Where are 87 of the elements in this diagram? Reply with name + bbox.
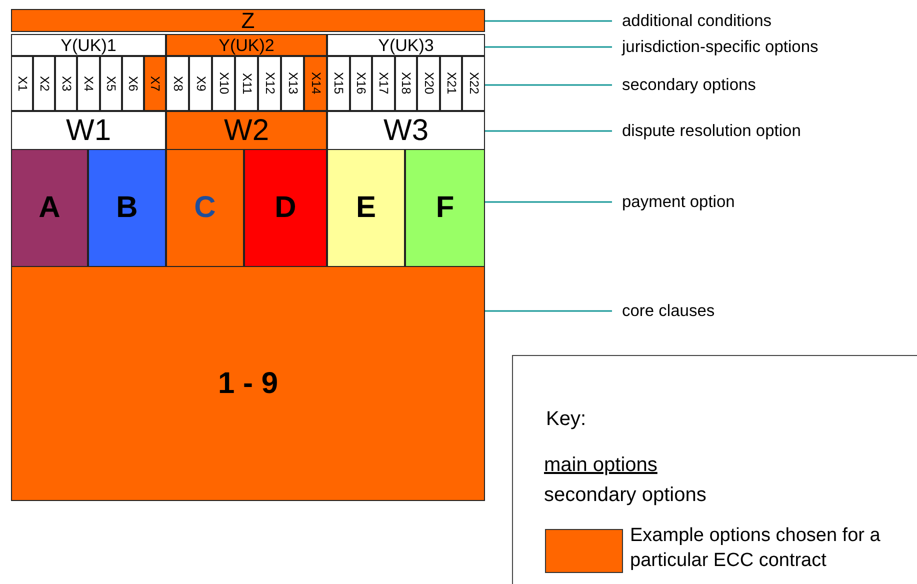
secondary-option-cell — [189, 56, 212, 111]
option-label: W3 — [384, 116, 428, 146]
option-label: X15 — [332, 72, 345, 95]
leader-line — [485, 201, 612, 203]
secondary-option-cell — [122, 56, 144, 111]
option-label: Y(UK)3 — [378, 36, 434, 54]
secondary-option-cell — [417, 56, 440, 111]
option-label: X17 — [377, 72, 390, 95]
secondary-option-cell — [462, 56, 485, 111]
payment-option-cell — [11, 149, 88, 267]
leader-line — [485, 20, 612, 22]
callout-label: payment option — [612, 190, 912, 214]
option-label: A — [38, 193, 60, 223]
secondary-option-cell — [304, 56, 327, 111]
secondary-option-cell — [144, 56, 166, 111]
callout-label: additional conditions — [612, 9, 912, 33]
option-label: 1 - 9 — [218, 368, 278, 398]
secondary-option-cell — [281, 56, 304, 111]
callout-label: dispute resolution option — [612, 119, 912, 143]
secondary-option-cell — [212, 56, 235, 111]
payment-option-cell — [405, 149, 485, 267]
dispute-option-cell — [166, 111, 327, 150]
callout-label: secondary options — [612, 73, 912, 97]
secondary-option-cell — [350, 56, 372, 111]
secondary-option-cell — [235, 56, 258, 111]
secondary-option-cell — [327, 56, 350, 111]
option-label: W2 — [224, 116, 269, 146]
callout-label: jurisdiction-specific options — [612, 35, 912, 59]
option-label: X9 — [194, 76, 207, 92]
option-label: X16 — [354, 72, 368, 95]
dispute-option-cell — [327, 111, 485, 150]
secondary-option-cell — [166, 56, 189, 111]
option-label: Y(UK)1 — [60, 36, 116, 54]
option-label: X12 — [263, 72, 276, 95]
option-label: X5 — [104, 76, 117, 92]
option-label: X21 — [444, 72, 458, 95]
option-label: X22 — [467, 72, 480, 95]
payment-option-cell — [88, 149, 166, 267]
secondary-option-cell — [258, 56, 281, 111]
secondary-option-cell — [394, 56, 418, 111]
secondary-option-cell — [55, 56, 78, 111]
option-label: W1 — [66, 116, 111, 146]
secondary-option-cell — [11, 56, 34, 111]
option-label: X2 — [38, 76, 50, 92]
key-heading: Key: — [546, 408, 586, 431]
option-label: X11 — [240, 72, 253, 94]
option-label: D — [274, 193, 296, 223]
leader-line — [485, 46, 612, 48]
payment-option-cell — [244, 149, 327, 267]
option-label: X18 — [400, 72, 412, 95]
secondary-option-cell — [440, 56, 462, 111]
legend-label: Example options chosen for a particular ECC contract — [630, 524, 882, 573]
option-label: B — [116, 193, 138, 223]
option-label: X8 — [171, 76, 184, 92]
dispute-option-cell — [11, 111, 166, 150]
key-panel — [512, 355, 917, 584]
leader-line — [485, 310, 612, 312]
option-label: E — [356, 193, 376, 223]
key-entry: secondary options — [544, 484, 706, 507]
secondary-option-cell — [100, 56, 122, 111]
secondary-option-cell — [77, 56, 100, 111]
option-label: X20 — [422, 72, 435, 95]
key-entry: main options — [544, 454, 658, 477]
jurisdiction-option-cell — [11, 34, 166, 56]
option-label: Y(UK)2 — [218, 36, 274, 54]
condition-bar — [11, 9, 485, 32]
option-label: X7 — [148, 76, 162, 92]
option-label: X4 — [82, 76, 95, 92]
option-label: X6 — [126, 76, 140, 92]
payment-option-cell — [166, 149, 244, 267]
option-label: X3 — [60, 76, 73, 92]
jurisdiction-option-cell — [166, 34, 327, 56]
option-label: C — [194, 193, 216, 223]
payment-option-cell — [327, 149, 405, 267]
option-label: F — [436, 193, 454, 223]
secondary-option-cell — [372, 56, 395, 111]
leader-line — [485, 84, 612, 86]
option-label: X13 — [286, 72, 299, 95]
leader-line — [485, 130, 612, 132]
callout-label: core clauses — [612, 299, 912, 323]
secondary-option-cell — [33, 56, 56, 111]
jurisdiction-option-cell — [327, 34, 485, 56]
core-clauses-block — [11, 266, 485, 501]
option-label: X1 — [16, 76, 28, 92]
option-label: X10 — [217, 72, 230, 95]
option-label: Z — [241, 10, 255, 32]
option-label: X14 — [309, 72, 322, 95]
